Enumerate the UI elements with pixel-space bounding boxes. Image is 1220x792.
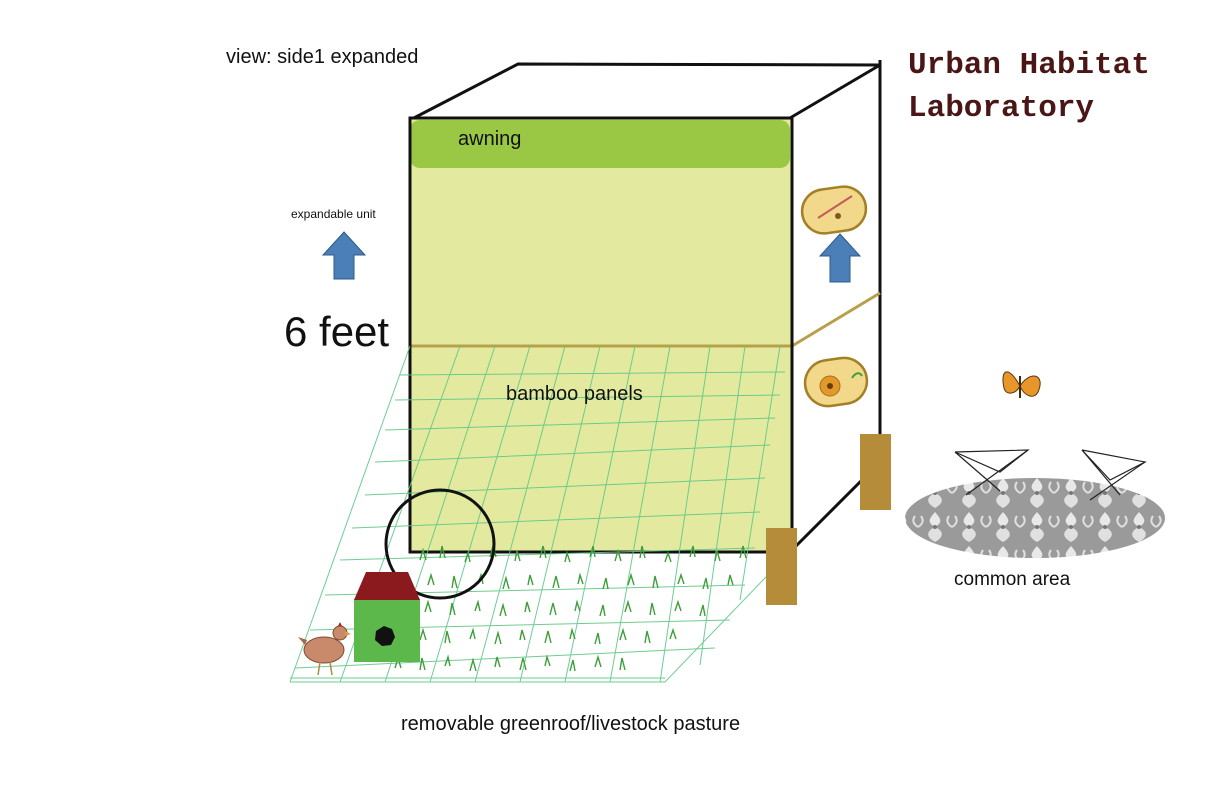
front-panel xyxy=(408,116,881,554)
common-area-label: common area xyxy=(954,569,1071,590)
title-line-2: Laboratory xyxy=(908,91,1095,126)
pod-icon xyxy=(800,185,868,235)
chicken-icon xyxy=(298,622,351,676)
umbrella-icon xyxy=(954,449,1030,496)
support-post xyxy=(860,434,891,510)
common-area xyxy=(905,449,1165,558)
page-title: Urban Habitat Laboratory xyxy=(908,44,1150,130)
support-post xyxy=(766,528,797,605)
umbrella-icon xyxy=(1081,449,1147,501)
arrow-up-icon xyxy=(321,231,367,280)
awning xyxy=(410,120,790,168)
coop-door-hole xyxy=(375,626,395,646)
pod-icon xyxy=(803,356,869,408)
expandable-unit-label: expandable unit xyxy=(291,207,376,221)
arrow-up-icon xyxy=(818,233,862,283)
awning-label: awning xyxy=(458,128,522,150)
chicken-coop xyxy=(354,572,420,662)
height-label: 6 feet xyxy=(284,308,390,355)
grass-pasture xyxy=(394,543,747,672)
pasture-label: removable greenroof/livestock pasture xyxy=(401,713,741,735)
bamboo-panels-label: bamboo panels xyxy=(506,383,643,405)
view-label: view: side1 expanded xyxy=(226,46,419,68)
title-line-1: Urban Habitat xyxy=(908,48,1150,83)
hoop-circle xyxy=(384,488,496,600)
butterfly-icon xyxy=(1002,371,1041,398)
